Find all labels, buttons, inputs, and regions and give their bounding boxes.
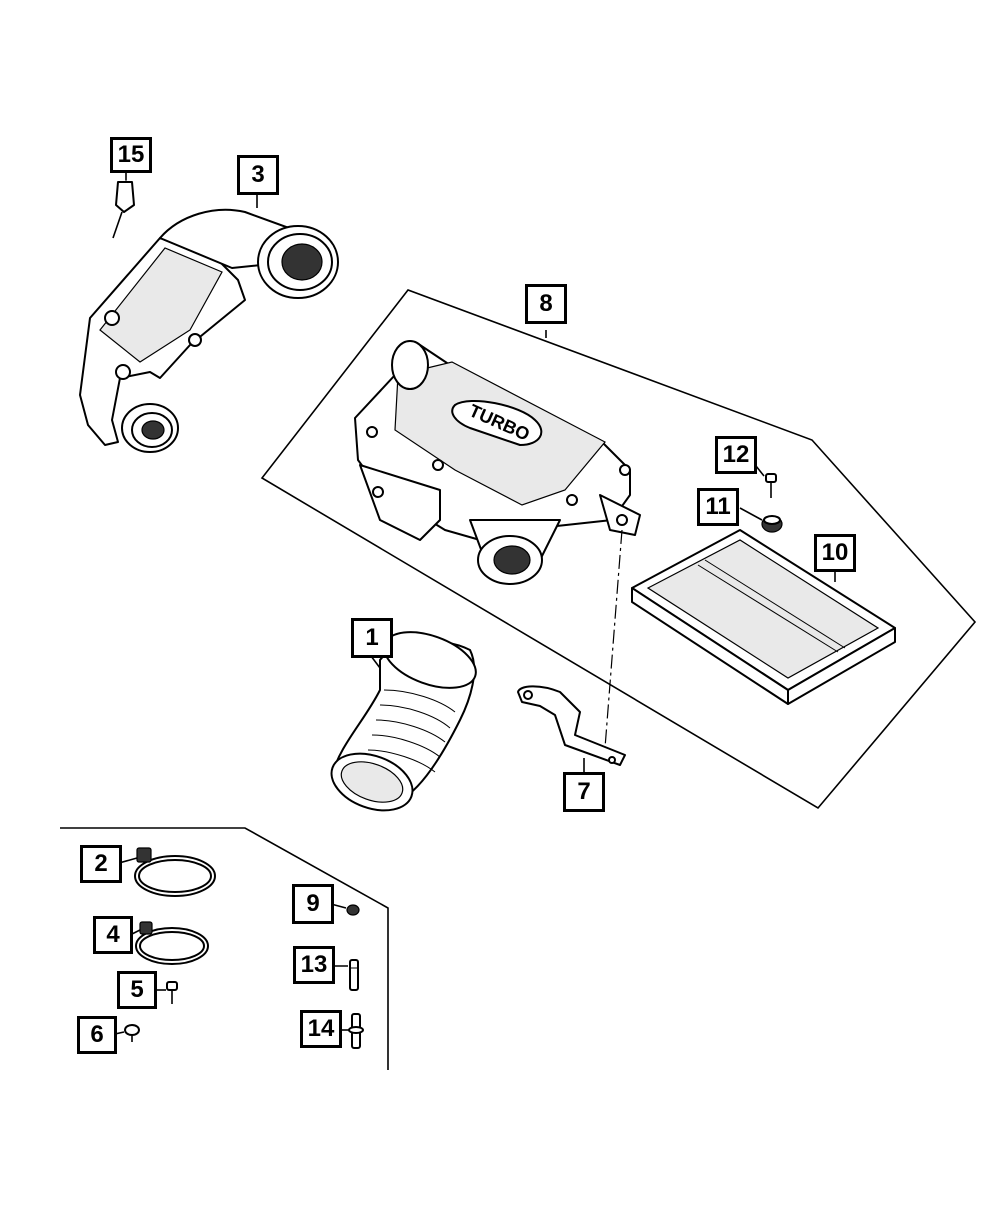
alignment-line xyxy=(604,529,623,749)
hardware-group-outline xyxy=(60,827,389,1070)
stud xyxy=(349,959,359,991)
air-filter xyxy=(631,529,896,705)
stud-collar xyxy=(348,1013,364,1049)
callout-9: 9 xyxy=(292,884,334,924)
callout-1: 1 xyxy=(351,618,393,658)
nut xyxy=(346,904,360,916)
callout-15: 15 xyxy=(110,137,152,173)
callout-10: 10 xyxy=(814,534,856,572)
sensor xyxy=(112,170,135,239)
bolt xyxy=(765,473,777,498)
air-cleaner-housing: TURBO xyxy=(354,340,641,585)
screw xyxy=(124,1024,140,1042)
callout-4: 4 xyxy=(93,916,133,954)
callout-7: 7 xyxy=(563,772,605,812)
bracket xyxy=(517,685,626,766)
bolt-small xyxy=(166,981,178,1004)
callout-6: 6 xyxy=(77,1016,117,1054)
callout-2: 2 xyxy=(80,845,122,883)
callout-5: 5 xyxy=(117,971,157,1009)
callout-14: 14 xyxy=(300,1010,342,1048)
callout-8: 8 xyxy=(525,284,567,324)
hose-clamp-small xyxy=(135,921,209,965)
air-intake-hose xyxy=(330,631,477,812)
air-inlet-duct xyxy=(79,208,339,453)
hose-clamp-large xyxy=(134,847,216,897)
callout-13: 13 xyxy=(293,946,335,984)
callout-3: 3 xyxy=(237,155,279,195)
callout-12: 12 xyxy=(715,436,757,474)
grommet xyxy=(761,515,783,533)
callout-11: 11 xyxy=(697,488,739,526)
assembly-group-outline xyxy=(260,289,977,810)
